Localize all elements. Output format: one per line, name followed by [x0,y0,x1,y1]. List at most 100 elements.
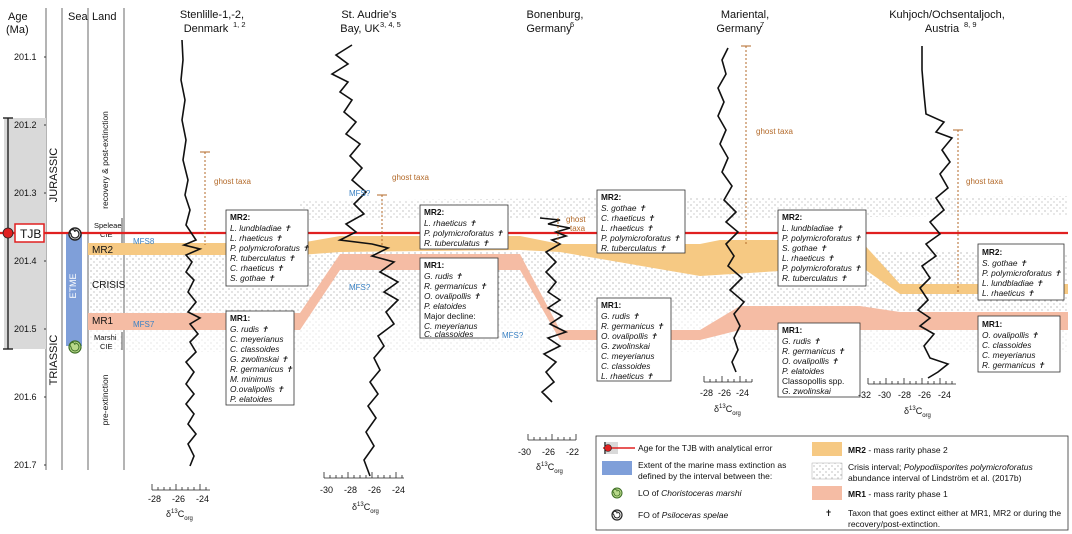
mr1-label: MR1 [92,316,114,327]
bonenburg-taxa: taxa [570,224,586,233]
mariental-mr2-box: MR2: L. lundbladiae ✝ P. polymicroforatu… [777,209,867,287]
svg-text:G. rudis ✝: G. rudis ✝ [424,271,462,281]
svg-text:MR1:: MR1: [230,313,250,323]
svg-text:MR2:: MR2: [230,212,250,222]
psiloceras-ammonite-icon [68,227,82,241]
svg-text:G. zwolinskai ✝: G. zwolinskai ✝ [230,354,288,364]
svg-text:C. meyerianus: C. meyerianus [601,351,655,361]
svg-text:C. rhaeticus ✝: C. rhaeticus ✝ [230,263,284,273]
bonenburg-mfs: MFS? [502,331,524,340]
age-header: Age [8,11,28,23]
age-axis: 201.1 201.2 201.3 201.4 201.5 201.6 201.… [14,52,46,470]
svg-text:R. tuberculatus ✝: R. tuberculatus ✝ [424,238,489,248]
svg-text:-28: -28 [700,388,713,398]
svg-text:O. ovalipollis ✝: O. ovalipollis ✝ [424,291,480,301]
recovery-phase-label: recovery & post-extinction [100,111,110,209]
kuhjoch-title: Kuhjoch/Ochsentaljoch, [889,9,1005,21]
svg-text:MR2:: MR2: [424,207,444,217]
svg-text:C. classoides: C. classoides [982,340,1031,350]
legend-etme-swatch [602,461,632,475]
svg-text:P. elatoides: P. elatoides [230,394,272,404]
legend-tjb-icon [603,442,635,454]
age-tick-201-2: 201.2 [14,120,37,130]
svg-text:-24: -24 [736,388,749,398]
svg-text:O. ovalipollis ✝: O. ovalipollis ✝ [982,330,1038,340]
mariental-d13c-axis: -28 -26 -24 δ13Corg [700,376,753,417]
svg-text:δ13Corg: δ13Corg [166,509,193,522]
svg-text:C. classoides: C. classoides [230,344,279,354]
svg-text:R. germanicus ✝: R. germanicus ✝ [230,364,293,374]
svg-text:L. lundbladiae ✝: L. lundbladiae ✝ [782,223,843,233]
svg-text:R. tuberculatus ✝: R. tuberculatus ✝ [782,273,847,283]
audrie-title: St. Audrie's [341,9,397,21]
svg-text:P. polymicroforatus ✝: P. polymicroforatus ✝ [782,233,861,243]
stenlille-subtitle: Denmark [184,23,229,35]
bonenburg-ghost: ghost [566,215,586,224]
svg-text:P. polymicroforatus ✝: P. polymicroforatus ✝ [424,228,503,238]
etme-bar [66,233,82,346]
audrie-mfs-lower: MFS? [349,283,371,292]
svg-text:-24: -24 [392,485,405,495]
svg-text:C. meyerianus: C. meyerianus [982,350,1036,360]
kuhjoch-mr1-box: MR1: O. ovalipollis ✝ C. classoides C. m… [977,315,1061,373]
svg-text:MR2:: MR2: [601,192,621,202]
pre-extinction-label: pre-extinction [100,374,110,425]
age-tick-201-3: 201.3 [14,188,37,198]
svg-text:MR2:: MR2: [982,247,1002,257]
triassic-label: TRIASSIC [48,335,60,386]
stenlille-mr2-box: MR2: L. lundbladiae ✝ L. rhaeticus ✝ P. … [225,209,309,287]
legend-taxon-1: Taxon that goes extinct either at MR1, M… [848,508,1061,518]
legend-psiloceras-icon [611,509,623,521]
legend-extent-1: Extent of the marine mass extinction as [638,460,786,470]
legend-tjb-text: Age for the TJB with analytical error [638,443,773,453]
bonenburg-d13c-curve [539,217,571,403]
svg-text:-30: -30 [518,447,531,457]
svg-text:P. polymicroforatus ✝: P. polymicroforatus ✝ [230,243,309,253]
svg-text:L. rhaeticus ✝: L. rhaeticus ✝ [782,253,834,263]
svg-text:L. rhaeticus ✝: L. rhaeticus ✝ [982,288,1034,298]
age-unit: (Ma) [6,24,29,36]
mariental-d13c-curve [717,47,746,373]
svg-text:C. meyerianus: C. meyerianus [230,334,284,344]
stenlille-title: Stenlille-1,-2, [180,9,244,21]
audrie-mr2-box: MR2: L. rhaeticus ✝ P. polymicroforatus … [419,204,509,250]
svg-text:-28: -28 [148,494,161,504]
choristoceras-ammonite-icon [68,340,82,354]
audrie-subtitle: Bay, UK [340,23,380,35]
svg-text:G. rudis ✝: G. rudis ✝ [601,311,639,321]
age-tick-201-4: 201.4 [14,256,37,266]
svg-text:-26: -26 [718,388,731,398]
bonenburg-mr1-box: MR1: G. rudis ✝ R. germanicus ✝ O. ovali… [596,297,672,382]
speleae-cie-label-2: CIE [100,230,113,239]
section-headers: Stenlille-1,-2, Denmark 1, 2 St. Audrie'… [180,9,1005,35]
tjb-marker [2,227,14,239]
legend-dagger-icon: ✝ [825,508,832,518]
svg-text:-22: -22 [566,447,579,457]
svg-text:L. rhaeticus ✝: L. rhaeticus ✝ [230,233,282,243]
svg-text:L. rhaeticus ✝: L. rhaeticus ✝ [601,371,653,381]
stenlille-mr1-box: MR1: G. rudis ✝ C. meyerianus C. classoi… [225,310,295,406]
svg-text:R. tuberculatus ✝: R. tuberculatus ✝ [601,243,666,253]
bonenburg-title: Bonenburg, [527,9,584,21]
column-headers: Age (Ma) Sea Land [6,11,116,36]
svg-text:O.ovalipollis ✝: O.ovalipollis ✝ [230,384,284,394]
mariental-mr1-box: MR1: G. rudis ✝ R. germanicus ✝ O. ovali… [777,322,861,398]
svg-text:O. ovalipollis ✝: O. ovalipollis ✝ [782,356,838,366]
svg-text:P. elatoides: P. elatoides [782,366,824,376]
svg-text:R. germanicus ✝: R. germanicus ✝ [601,321,664,331]
ghost-taxa [200,45,963,292]
svg-text:MR1:: MR1: [982,319,1002,329]
kuhjoch-subtitle: Austria [925,23,960,35]
column-frames [45,8,125,470]
svg-text:S. gothae ✝: S. gothae ✝ [982,258,1027,268]
audrie-mfs-upper: MFS? [349,189,371,198]
age-tick-201-7: 201.7 [14,460,37,470]
svg-text:-32: -32 [858,390,871,400]
stenlille-d13c-axis: -28 -26 -24 δ13Corg [148,484,210,522]
svg-text:C. rhaeticus ✝: C. rhaeticus ✝ [601,213,655,223]
svg-text:P. polymicroforatus ✝: P. polymicroforatus ✝ [982,268,1061,278]
svg-text:C. classoides: C. classoides [601,361,650,371]
svg-text:MR1:: MR1: [601,300,621,310]
audrie-refs: 3, 4, 5 [380,20,401,29]
svg-text:S. gothae ✝: S. gothae ✝ [601,203,646,213]
